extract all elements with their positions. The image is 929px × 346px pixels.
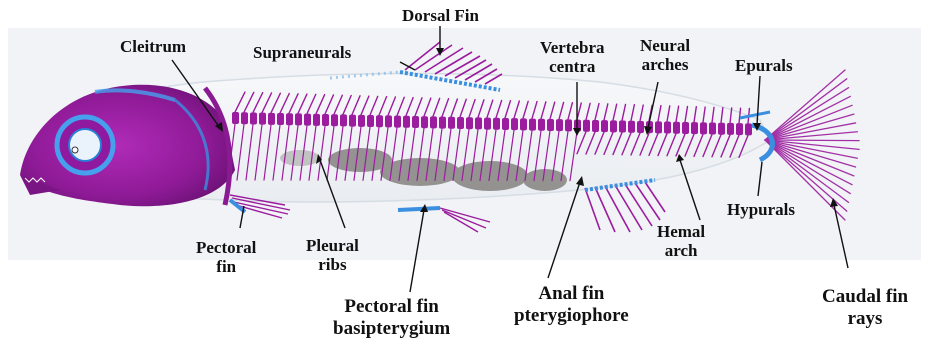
vertebra-centrum [709,123,716,135]
vertebra-centrum [484,118,491,130]
vertebra-centrum [511,118,518,130]
vertebra-centrum [619,121,626,133]
label-neural-arches: Neural arches [640,36,690,74]
vertebra-centrum [250,112,257,124]
vertebra-centrum [349,115,356,127]
vertebra-centrum [466,117,473,129]
vertebra-centrum [439,117,446,129]
vertebra-centrum [547,119,554,131]
caudal-ray [765,140,859,141]
vertebra-centrum [259,113,266,125]
vertebra-centrum [430,116,437,128]
label-vertebra-centra: Vertebra centra [540,38,605,76]
vertebra-centrum [691,122,698,134]
vertebra-centrum [520,118,527,130]
vertebra-centrum [718,123,725,135]
vertebra-centrum [394,116,401,128]
vertebra-centrum [232,112,239,124]
vertebra-centrum [610,120,617,132]
vertebra-centrum [655,121,662,133]
vertebra-centrum [412,116,419,128]
vertebra-centrum [745,123,752,135]
label-dorsal-fin: Dorsal Fin [402,6,479,25]
vertebra-centrum [601,120,608,132]
vertebra-centrum [403,116,410,128]
vertebra-centrum [421,116,428,128]
vertebra-centrum [277,113,284,125]
vertebra-centrum [493,118,500,130]
vertebra-centrum [583,120,590,132]
label-caudal-fin-rays: Caudal fin rays [822,286,908,330]
vertebra-centrum [295,113,302,125]
vertebra-centrum [322,114,329,126]
label-supraneurals: Supraneurals [253,43,351,62]
vertebra-centrum [682,122,689,134]
vertebra-centrum [538,119,545,131]
vertebra-centrum [628,121,635,133]
label-pleural-ribs: Pleural ribs [306,236,359,274]
label-hypurals: Hypurals [727,200,795,219]
label-hemal-arch: Hemal arch [657,222,705,260]
vertebra-centrum [385,115,392,127]
vertebra-centrum [331,114,338,126]
vertebra-centrum [475,117,482,129]
vertebra-centrum [736,123,743,135]
vertebra-centrum [700,122,707,134]
label-pectoral-fin: Pectoral fin [196,238,256,276]
label-anal-fin-pterygiophore: Anal fin pterygiophore [514,283,629,327]
vertebra-centrum [664,122,671,134]
vertebra-centrum [241,112,248,124]
vertebra-centrum [637,121,644,133]
label-pectoral-fin-basipterygium: Pectoral fin basipterygium [333,296,450,340]
vertebra-centrum [529,119,536,131]
vertebra-centrum [448,117,455,129]
vertebra-centrum [304,114,311,126]
vertebra-centrum [556,119,563,131]
vertebra-centrum [313,114,320,126]
vertebra-centrum [565,119,572,131]
vertebra-centrum [673,122,680,134]
vertebra-centrum [592,120,599,132]
vertebra-centrum [358,115,365,127]
vertebra-centrum [376,115,383,127]
vertebra-centrum [457,117,464,129]
vertebra-centrum [727,123,734,135]
basipterygium-bone [398,208,440,210]
vertebra-centrum [367,115,374,127]
vertebra-centrum [286,113,293,125]
vertebra-centrum [340,114,347,126]
vertebra-centrum [502,118,509,130]
label-cleitrum: Cleitrum [120,37,186,56]
vertebra-centrum [268,113,275,125]
label-epurals: Epurals [735,56,793,75]
